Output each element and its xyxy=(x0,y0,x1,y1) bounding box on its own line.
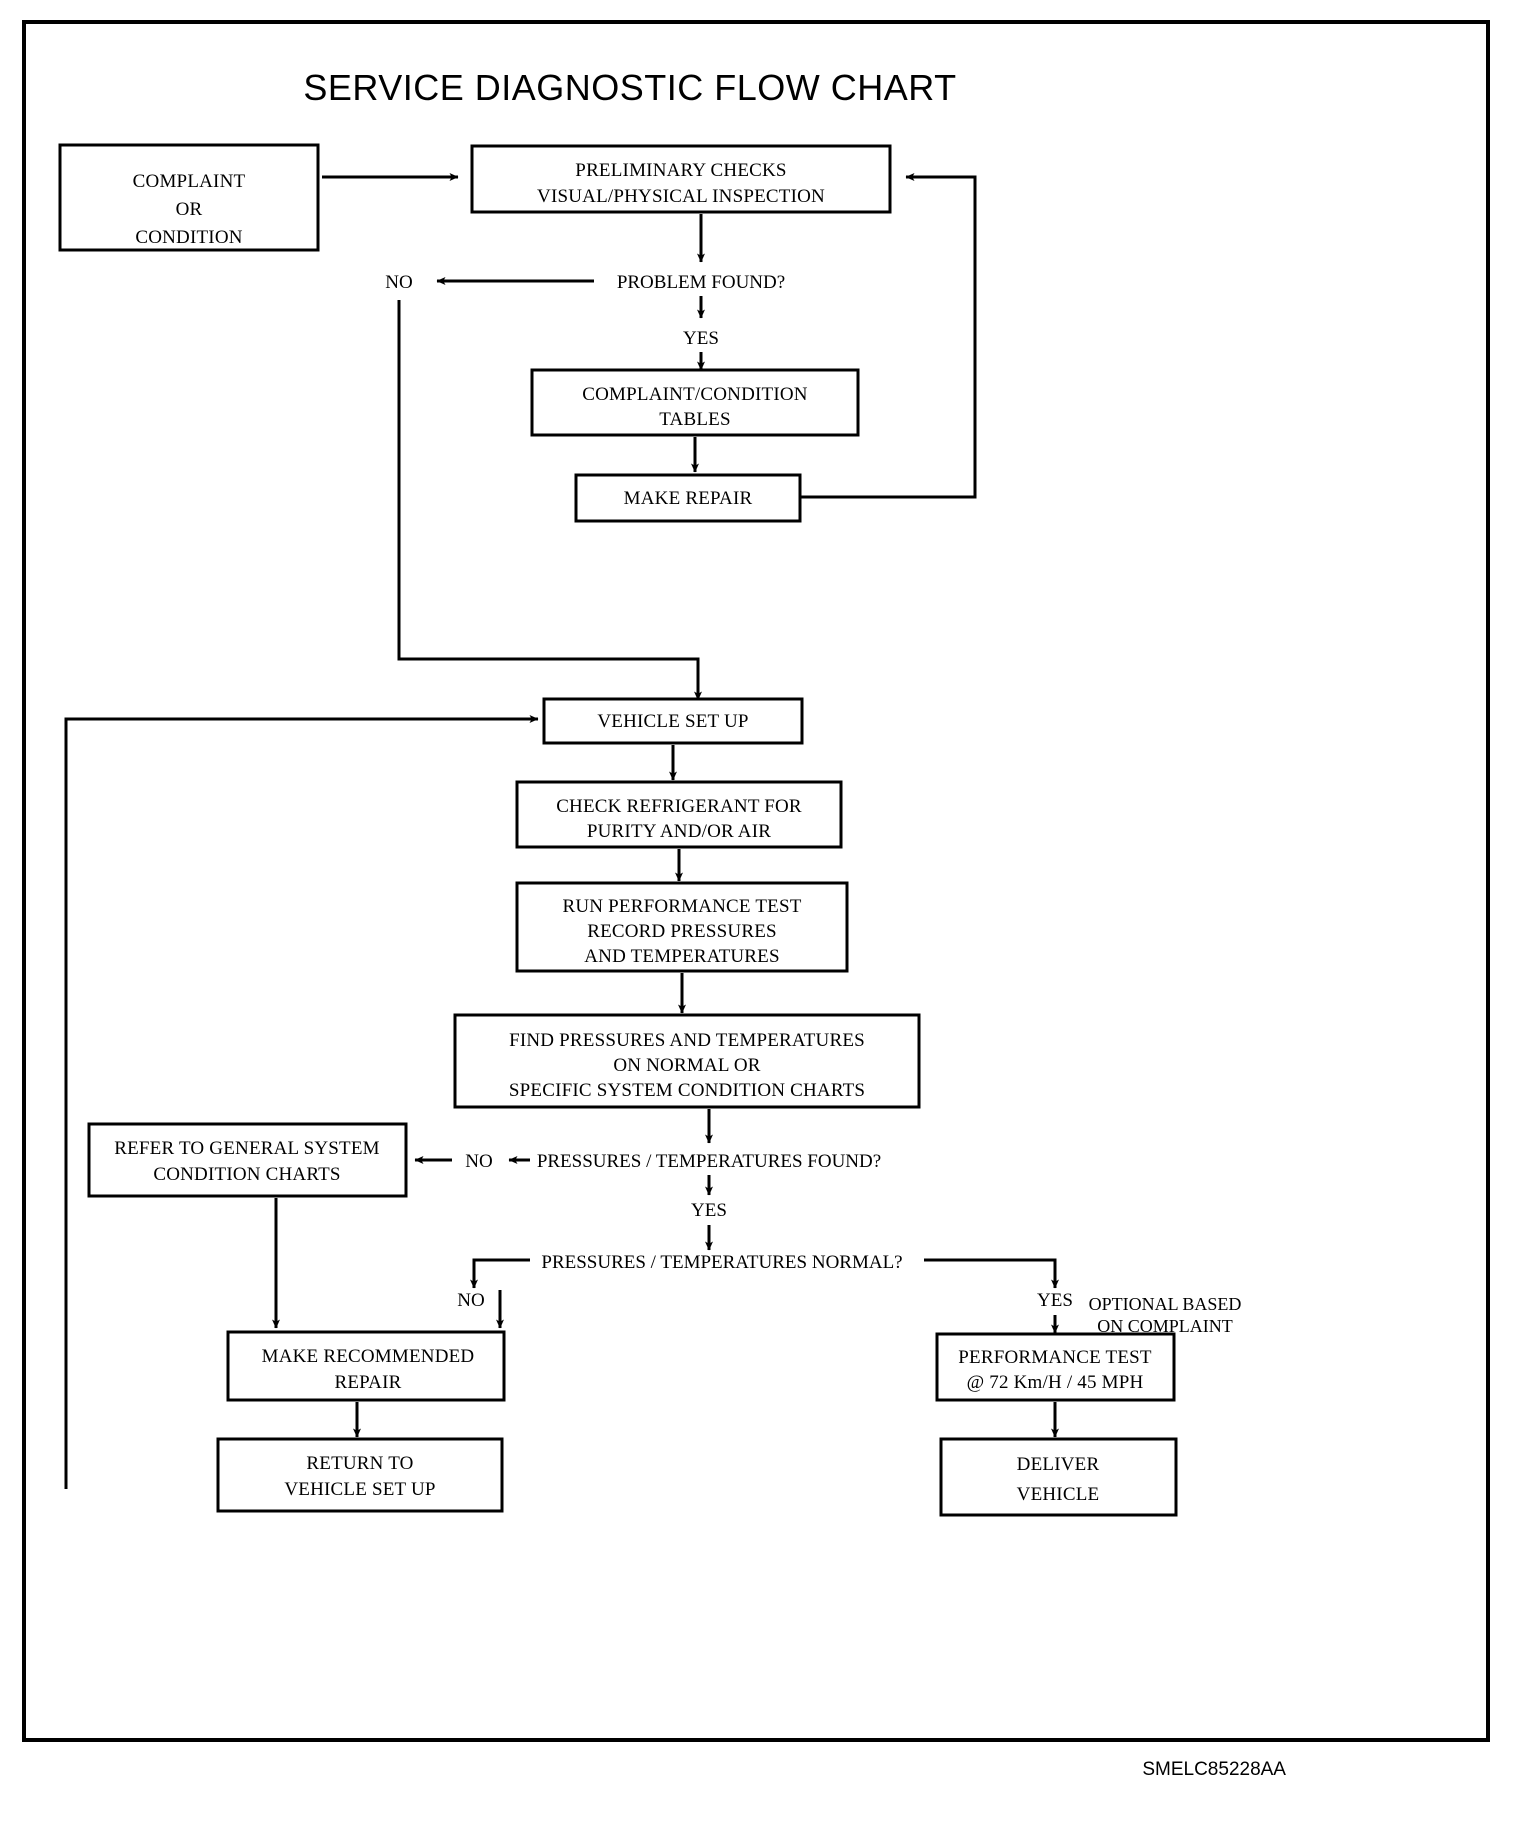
node-performance-test-speed[interactable]: PERFORMANCE TEST @ 72 Km/H / 45 MPH xyxy=(935,1332,1176,1402)
annotation-line-1: ON COMPLAINT xyxy=(1097,1316,1233,1336)
node-complaint[interactable]: COMPLAINT OR CONDITION xyxy=(58,143,320,252)
node-complaint-condition-tables[interactable]: COMPLAINT/CONDITION TABLES xyxy=(530,368,860,437)
node-deliver-line-1: VEHICLE xyxy=(1017,1484,1100,1505)
node-vehicle-setup-line-0: VEHICLE SET UP xyxy=(597,711,748,732)
edge-return-to-vehicle-setup xyxy=(64,715,539,1489)
edge-label-no-3: NO xyxy=(457,1290,484,1311)
node-deliver-line-0: DELIVER xyxy=(1017,1454,1100,1475)
edge-label-yes-3: YES xyxy=(1037,1290,1073,1311)
node-refer-line-1: CONDITION CHARTS xyxy=(153,1164,340,1185)
node-pressures-temperatures-found[interactable]: PRESSURES / TEMPERATURES FOUND? xyxy=(537,1151,881,1172)
node-make-rec-line-1: REPAIR xyxy=(334,1372,401,1393)
node-return-line-1: VEHICLE SET UP xyxy=(284,1479,435,1500)
node-prelim-line-1: VISUAL/PHYSICAL INSPECTION xyxy=(537,186,825,207)
node-cc-tables-line-1: TABLES xyxy=(659,409,730,430)
edge-make-repair-to-prelim xyxy=(800,173,977,499)
node-check-refrigerant-line-0: CHECK REFRIGERANT FOR xyxy=(556,796,802,817)
page-border xyxy=(22,20,1490,1742)
page-title: SERVICE DIAGNOSTIC FLOW CHART xyxy=(303,67,956,108)
node-refer-line-0: REFER TO GENERAL SYSTEM xyxy=(114,1138,380,1159)
node-find-pt-line-2: SPECIFIC SYSTEM CONDITION CHARTS xyxy=(509,1080,865,1101)
edge-pt-normal-no xyxy=(470,1258,530,1289)
annotation-optional-based-on-complaint: OPTIONAL BASED ON COMPLAINT xyxy=(1089,1294,1242,1336)
edge-label-no-1: NO xyxy=(385,272,412,293)
node-refer-general-system[interactable]: REFER TO GENERAL SYSTEM CONDITION CHARTS xyxy=(87,1122,408,1198)
node-complaint-line-1: OR xyxy=(176,199,203,220)
node-run-performance-test[interactable]: RUN PERFORMANCE TEST RECORD PRESSURES AN… xyxy=(515,881,849,973)
node-find-pt-line-0: FIND PRESSURES AND TEMPERATURES xyxy=(509,1030,865,1051)
edge-label-yes-2: YES xyxy=(691,1200,727,1221)
node-perf-speed-line-0: PERFORMANCE TEST xyxy=(958,1347,1152,1368)
footer-code: SMELC85228AA xyxy=(1142,1759,1286,1780)
node-run-test-line-0: RUN PERFORMANCE TEST xyxy=(562,896,801,917)
edge-pt-normal-yes xyxy=(924,1258,1059,1289)
edge-label-no-2: NO xyxy=(465,1151,492,1172)
node-make-repair[interactable]: MAKE REPAIR xyxy=(574,473,802,523)
node-problem-found[interactable]: PROBLEM FOUND? xyxy=(617,272,785,293)
node-vehicle-setup[interactable]: VEHICLE SET UP xyxy=(542,697,804,745)
node-deliver-vehicle[interactable]: DELIVER VEHICLE xyxy=(939,1437,1178,1517)
edge-no-to-vehicle-setup xyxy=(397,300,702,701)
node-complaint-line-2: CONDITION xyxy=(135,227,242,248)
node-prelim-line-0: PRELIMINARY CHECKS xyxy=(575,160,786,181)
node-complaint-line-0: COMPLAINT xyxy=(133,171,246,192)
node-find-pt-line-1: ON NORMAL OR xyxy=(613,1055,760,1076)
node-pressures-temperatures-normal[interactable]: PRESSURES / TEMPERATURES NORMAL? xyxy=(541,1252,902,1273)
edge-label-yes-1: YES xyxy=(683,328,719,349)
node-perf-speed-line-1: @ 72 Km/H / 45 MPH xyxy=(967,1372,1144,1393)
annotation-line-0: OPTIONAL BASED xyxy=(1089,1294,1242,1314)
node-check-refrigerant-line-1: PURITY AND/OR AIR xyxy=(587,821,771,842)
node-return-to-vehicle-setup[interactable]: RETURN TO VEHICLE SET UP xyxy=(216,1437,504,1513)
node-cc-tables-line-0: COMPLAINT/CONDITION xyxy=(582,384,808,405)
node-return-line-0: RETURN TO xyxy=(306,1453,413,1474)
node-make-recommended-repair[interactable]: MAKE RECOMMENDED REPAIR xyxy=(226,1330,506,1402)
node-run-test-line-2: AND TEMPERATURES xyxy=(584,946,780,967)
node-check-refrigerant[interactable]: CHECK REFRIGERANT FOR PURITY AND/OR AIR xyxy=(515,780,843,849)
node-make-rec-line-0: MAKE RECOMMENDED xyxy=(262,1346,475,1367)
node-preliminary-checks[interactable]: PRELIMINARY CHECKS VISUAL/PHYSICAL INSPE… xyxy=(470,144,892,214)
node-find-pressures-temperatures[interactable]: FIND PRESSURES AND TEMPERATURES ON NORMA… xyxy=(453,1013,921,1109)
node-make-repair-line-0: MAKE REPAIR xyxy=(624,488,753,509)
node-run-test-line-1: RECORD PRESSURES xyxy=(587,921,777,942)
